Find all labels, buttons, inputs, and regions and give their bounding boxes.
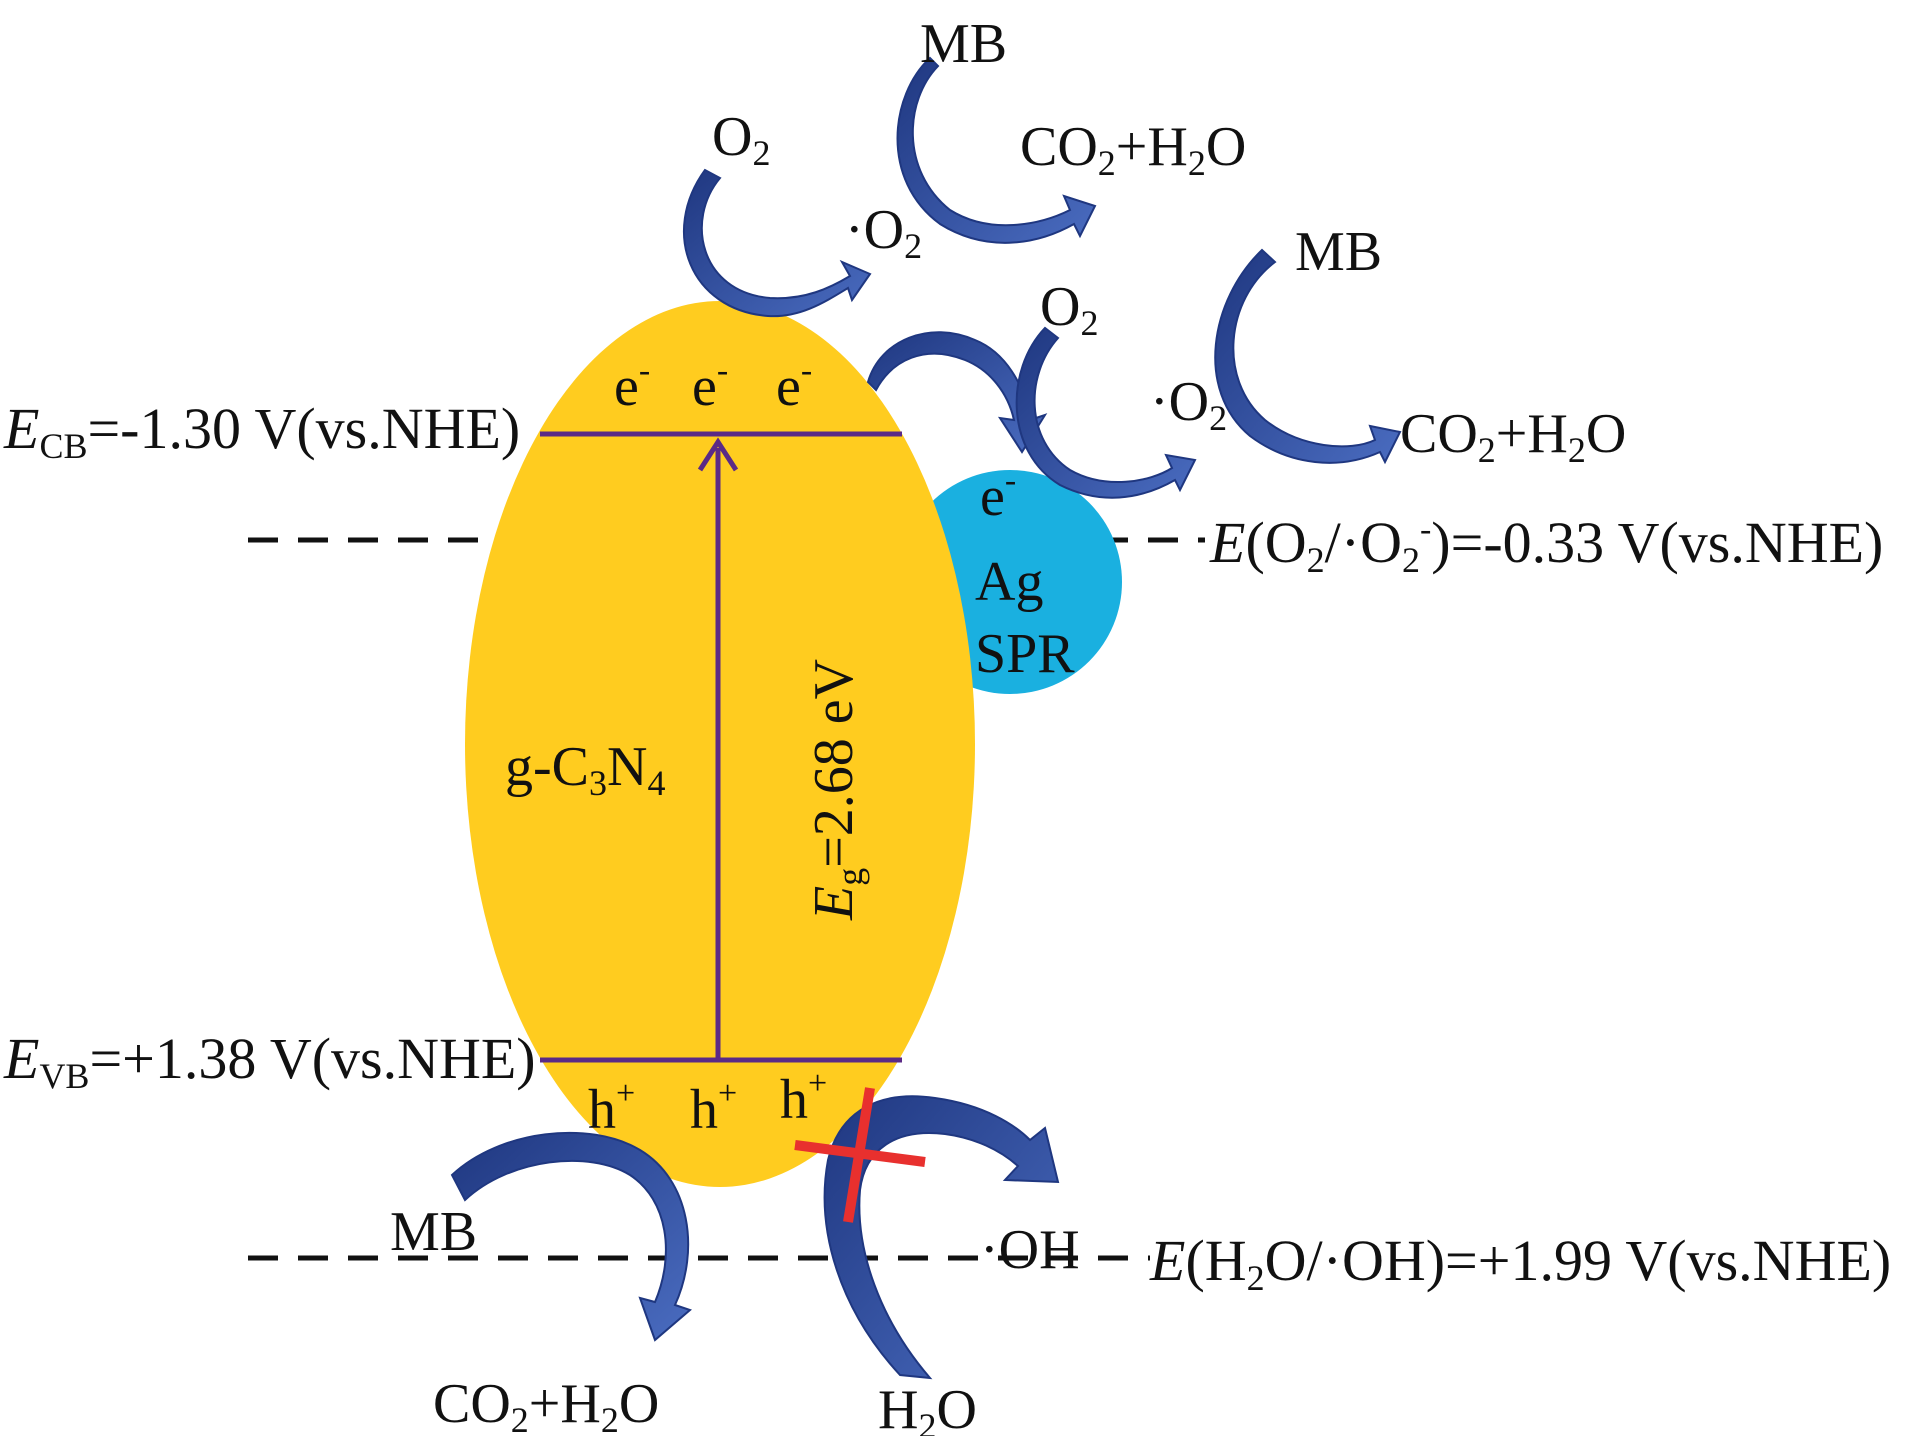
products-top: CO2+H2O: [1020, 116, 1246, 183]
mb-right: MB: [1295, 221, 1382, 283]
vb-hole-2: h+: [690, 1075, 737, 1141]
o2-reduction-arrow-right: [1015, 326, 1197, 499]
excitation-arrowhead-icon: [697, 437, 739, 472]
vb-hole-1: h+: [588, 1075, 635, 1141]
evb-label: EVB=+1.38 V(vs.NHE): [3, 1026, 536, 1096]
mb-degradation-arrow-top: [896, 56, 1097, 244]
o2-reduction-arrow-top: [682, 168, 872, 318]
mb-oxidation-arrow-bottom: [450, 1131, 692, 1342]
mb-top: MB: [920, 13, 1007, 75]
water-oxidation-arrow: [823, 1095, 1060, 1380]
semiconductor-name: g-C3N4: [505, 736, 665, 803]
cb-electron-2: e-: [692, 352, 728, 418]
oh-potential-label: E(H2O/·OH)=+1.99 V(vs.NHE): [1149, 1228, 1891, 1298]
o2-potential-label: E(O2/·O2-)=-0.33 V(vs.NHE): [1209, 510, 1883, 580]
cb-electron-1: e-: [614, 352, 650, 418]
vb-hole-3: h+: [780, 1065, 827, 1131]
mb-degradation-arrow-right: [1214, 248, 1402, 465]
silver-electron: e-: [980, 462, 1016, 528]
superoxide-top: ·O2: [845, 199, 922, 266]
silver-label: Ag: [975, 551, 1043, 613]
o2-top: O2: [712, 106, 770, 173]
spr-label: SPR: [975, 623, 1075, 685]
products-bottom: CO2+H2O: [433, 1373, 659, 1436]
cb-electron-3: e-: [776, 352, 812, 418]
mb-bottom: MB: [390, 1201, 477, 1263]
bandgap-label: Eg=2.68 eV: [803, 659, 870, 921]
ecb-label: ECB=-1.30 V(vs.NHE): [3, 396, 520, 466]
water-bottom: H2O: [878, 1379, 977, 1436]
blocked-cross-icon-bar: [794, 1140, 926, 1167]
electron-transfer-arrow: [866, 331, 1048, 454]
o2-right: O2: [1040, 276, 1098, 343]
hydroxyl-radical: ·OH: [980, 1219, 1080, 1281]
products-right: CO2+H2O: [1400, 403, 1626, 470]
superoxide-right: ·O2: [1150, 371, 1227, 438]
